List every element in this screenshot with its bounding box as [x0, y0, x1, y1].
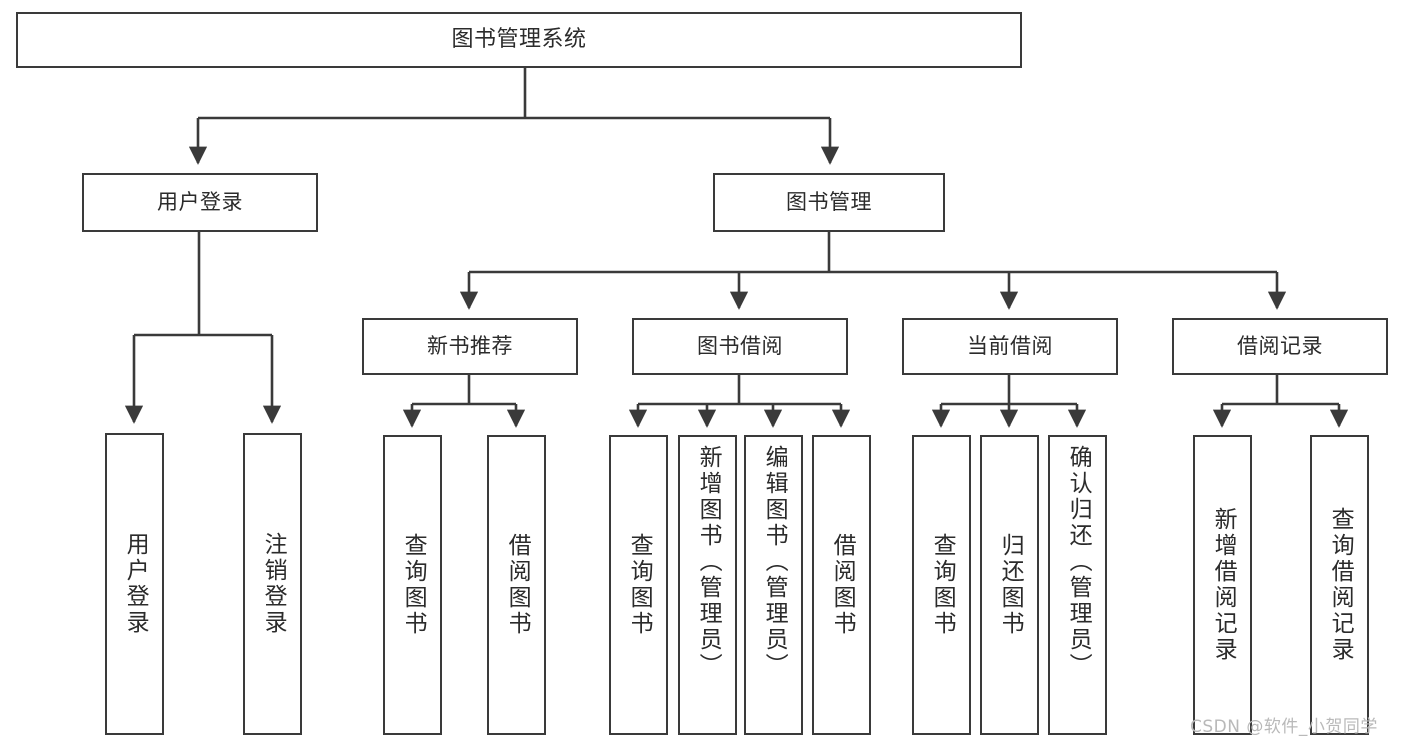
- leaf-borrow-query-book[interactable]: 查询图书: [609, 435, 668, 735]
- node-new-book-recommend-label: 新书推荐: [427, 333, 513, 358]
- leaf-logout[interactable]: 注销登录: [243, 433, 302, 735]
- leaf-record-query[interactable]: 查询借阅记录: [1310, 435, 1369, 735]
- leaf-borrow-borrow-book-label: 借阅图书: [829, 533, 856, 637]
- leaf-current-confirm-return-label: 确认归还（管理员）: [1065, 445, 1092, 679]
- leaf-borrow-add-book-label: 新增图书（管理员）: [695, 445, 722, 679]
- leaf-borrow-query-book-label: 查询图书: [626, 533, 653, 637]
- node-book-management-label: 图书管理: [786, 189, 872, 214]
- node-current-borrow-label: 当前借阅: [967, 333, 1053, 358]
- leaf-user-login-label: 用户登录: [122, 532, 149, 636]
- node-new-book-recommend[interactable]: 新书推荐: [362, 318, 578, 375]
- leaf-current-query-book[interactable]: 查询图书: [912, 435, 971, 735]
- leaf-logout-label: 注销登录: [260, 532, 287, 636]
- node-current-borrow[interactable]: 当前借阅: [902, 318, 1118, 375]
- leaf-current-return-book[interactable]: 归还图书: [980, 435, 1039, 735]
- node-borrow-record[interactable]: 借阅记录: [1172, 318, 1388, 375]
- leaf-recommend-borrow-book-label: 借阅图书: [504, 533, 531, 637]
- leaf-recommend-query-book-label: 查询图书: [400, 533, 427, 637]
- node-book-borrow[interactable]: 图书借阅: [632, 318, 848, 375]
- leaf-user-login[interactable]: 用户登录: [105, 433, 164, 735]
- node-user-login[interactable]: 用户登录: [82, 173, 318, 232]
- leaf-recommend-query-book[interactable]: 查询图书: [383, 435, 442, 735]
- leaf-borrow-borrow-book[interactable]: 借阅图书: [812, 435, 871, 735]
- leaf-current-confirm-return[interactable]: 确认归还（管理员）: [1048, 435, 1107, 735]
- node-book-management[interactable]: 图书管理: [713, 173, 945, 232]
- node-borrow-record-label: 借阅记录: [1237, 333, 1323, 358]
- leaf-record-query-label: 查询借阅记录: [1327, 507, 1354, 663]
- node-book-borrow-label: 图书借阅: [697, 333, 783, 358]
- node-user-login-label: 用户登录: [157, 189, 243, 214]
- leaf-borrow-edit-book[interactable]: 编辑图书（管理员）: [744, 435, 803, 735]
- leaf-record-add[interactable]: 新增借阅记录: [1193, 435, 1252, 735]
- leaf-current-query-book-label: 查询图书: [929, 533, 956, 637]
- leaf-borrow-edit-book-label: 编辑图书（管理员）: [761, 445, 788, 679]
- leaf-record-add-label: 新增借阅记录: [1210, 507, 1237, 663]
- node-root-label: 图书管理系统: [451, 26, 587, 52]
- leaf-recommend-borrow-book[interactable]: 借阅图书: [487, 435, 546, 735]
- node-root[interactable]: 图书管理系统: [16, 12, 1022, 68]
- leaf-borrow-add-book[interactable]: 新增图书（管理员）: [678, 435, 737, 735]
- leaf-current-return-book-label: 归还图书: [997, 533, 1024, 637]
